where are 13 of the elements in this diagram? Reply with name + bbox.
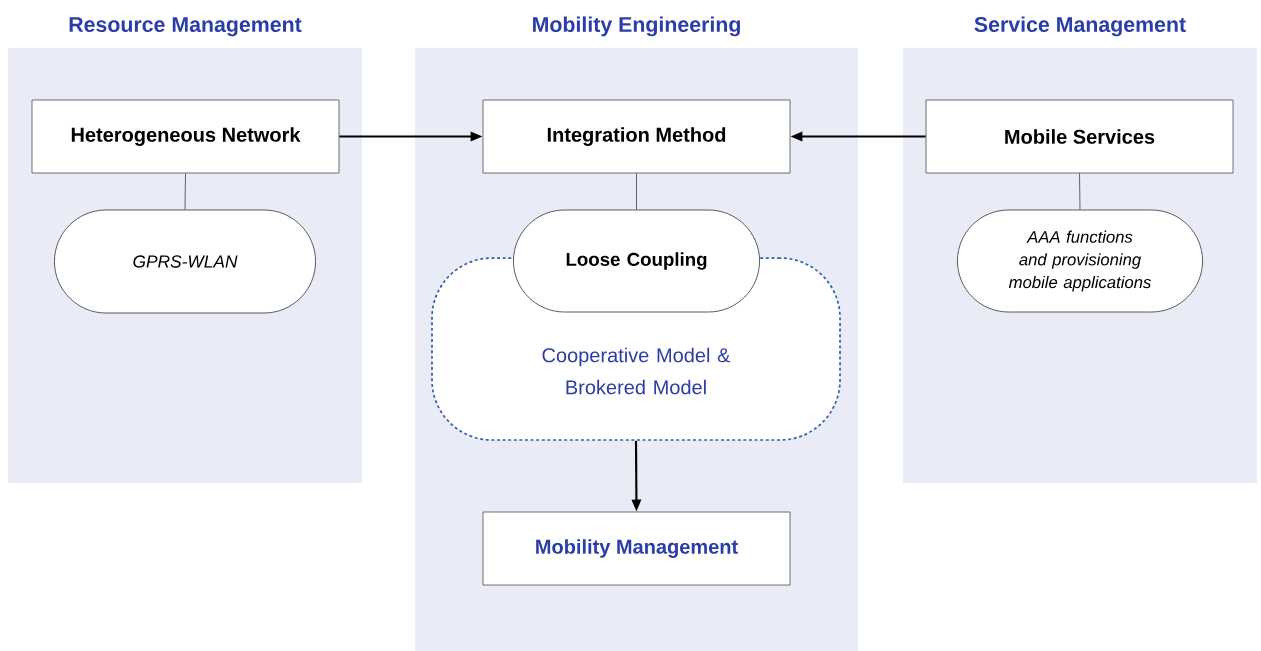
process-box: Heterogeneous Network [31,99,340,174]
connector-line [184,173,186,210]
connector-line [1079,173,1081,210]
rounded-box: GPRS-WLAN [54,209,316,314]
node-label: Resource Management [69,17,302,37]
rounded-box: AAA functions and provisioning mobile applications [957,209,1203,313]
process-box: Mobile Services [925,99,1234,174]
rounded-box: Loose Coupling [513,209,760,313]
process-box: Integration Method [482,99,791,174]
node-label: Mobility Engineering [533,16,740,37]
process-box: Mobility Management [482,511,791,586]
connector-line [636,173,637,210]
node-label: Service Management [974,16,1186,37]
